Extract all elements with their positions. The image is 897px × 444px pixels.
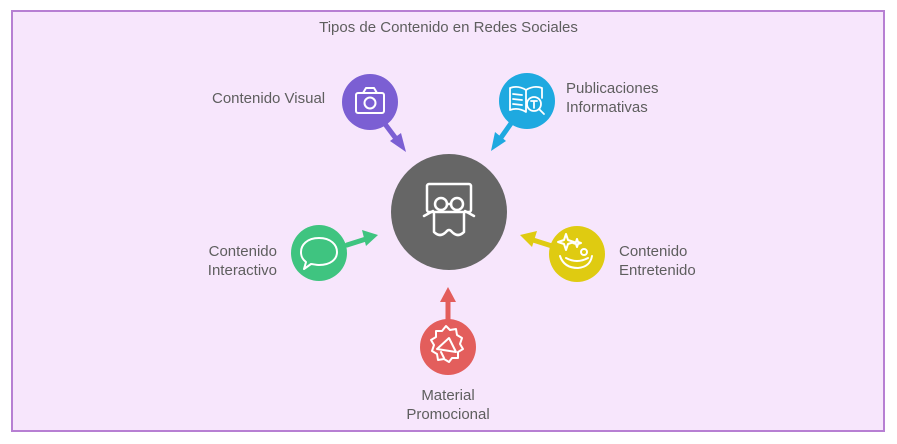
label-interactivo: Contenido Interactivo (201, 242, 277, 280)
megaphone-icon (430, 325, 464, 363)
arrow-interactivo (344, 230, 378, 248)
arrow-informativas (491, 119, 515, 151)
social-media-mask-icon (422, 182, 476, 237)
label-visual: Contenido Visual (212, 89, 325, 108)
label-interactivo-line-1: Contenido (208, 243, 277, 260)
node-entretenido (549, 226, 605, 282)
label-entretenido-line-1: Contenido (619, 243, 688, 260)
camera-icon (355, 87, 385, 114)
center-node (391, 154, 507, 270)
diagram-title: Tipos de Contenido en Redes Sociales (319, 19, 578, 36)
arrow-visual (382, 121, 406, 152)
book-search-icon (509, 85, 545, 115)
clown-face-icon (557, 233, 593, 269)
arrow-promocional (440, 287, 456, 324)
label-promocional-line-2: Promocional (406, 406, 490, 423)
label-entretenido: Contenido Entretenido (619, 242, 696, 280)
arrow-entretenido (520, 231, 555, 249)
label-visual-line-1: Contenido Visual (212, 90, 326, 107)
label-promocional-line-1: Material (421, 387, 475, 404)
label-informativas: Publicaciones Informativas (566, 79, 659, 117)
node-informativas (499, 73, 555, 129)
label-entretenido-line-2: Entretenido (619, 262, 696, 279)
label-promocional: Material Promocional (398, 386, 498, 424)
label-interactivo-line-2: Interactivo (207, 262, 277, 279)
node-promocional (420, 319, 476, 375)
speech-bubble-icon (300, 237, 338, 270)
node-interactivo (291, 225, 347, 281)
label-informativas-line-2: Informativas (566, 99, 648, 116)
node-visual (342, 74, 398, 130)
label-informativas-line-1: Publicaciones (566, 80, 659, 97)
